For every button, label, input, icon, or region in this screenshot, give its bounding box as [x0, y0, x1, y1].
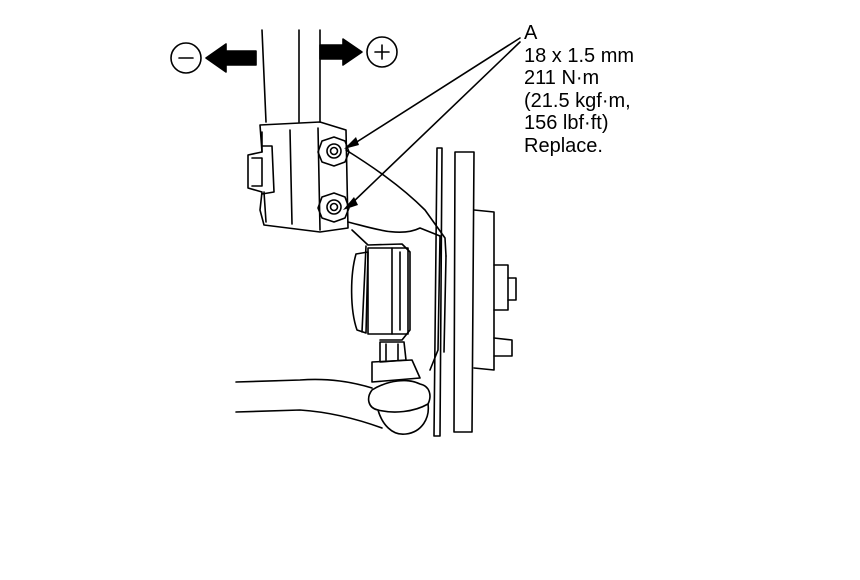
callout-letter: A [524, 22, 538, 44]
upper-bolt [317, 136, 350, 167]
bushing [350, 247, 409, 335]
brake-disc [433, 147, 517, 437]
strut [261, 29, 321, 123]
steering-knuckle [345, 149, 447, 371]
left-arrow-icon [205, 43, 257, 73]
callout-note: Replace. [524, 134, 603, 157]
lower-control-arm [235, 378, 431, 435]
circled-plus-icon [366, 36, 398, 68]
callout-size: 18 x 1.5 mm [524, 44, 635, 67]
callout-torque-kgfm: (21.5 kgf·m, [524, 89, 631, 112]
callout-a: A 18 x 1.5 mm 211 N·m (21.5 kgf·m, 156 l… [524, 22, 634, 157]
circled-minus-icon [170, 42, 202, 74]
strut-bracket [247, 121, 349, 233]
callout-torque-nm: 211 N·m [524, 67, 600, 89]
minus-direction-indicator [170, 42, 257, 74]
ball-joint [371, 341, 421, 383]
lower-bolt [317, 192, 350, 223]
callout-torque-lbfft: 156 lbf·ft) [524, 112, 609, 134]
plus-direction-indicator [319, 36, 398, 68]
callout-leaders [343, 37, 521, 210]
right-arrow-icon [319, 38, 363, 66]
